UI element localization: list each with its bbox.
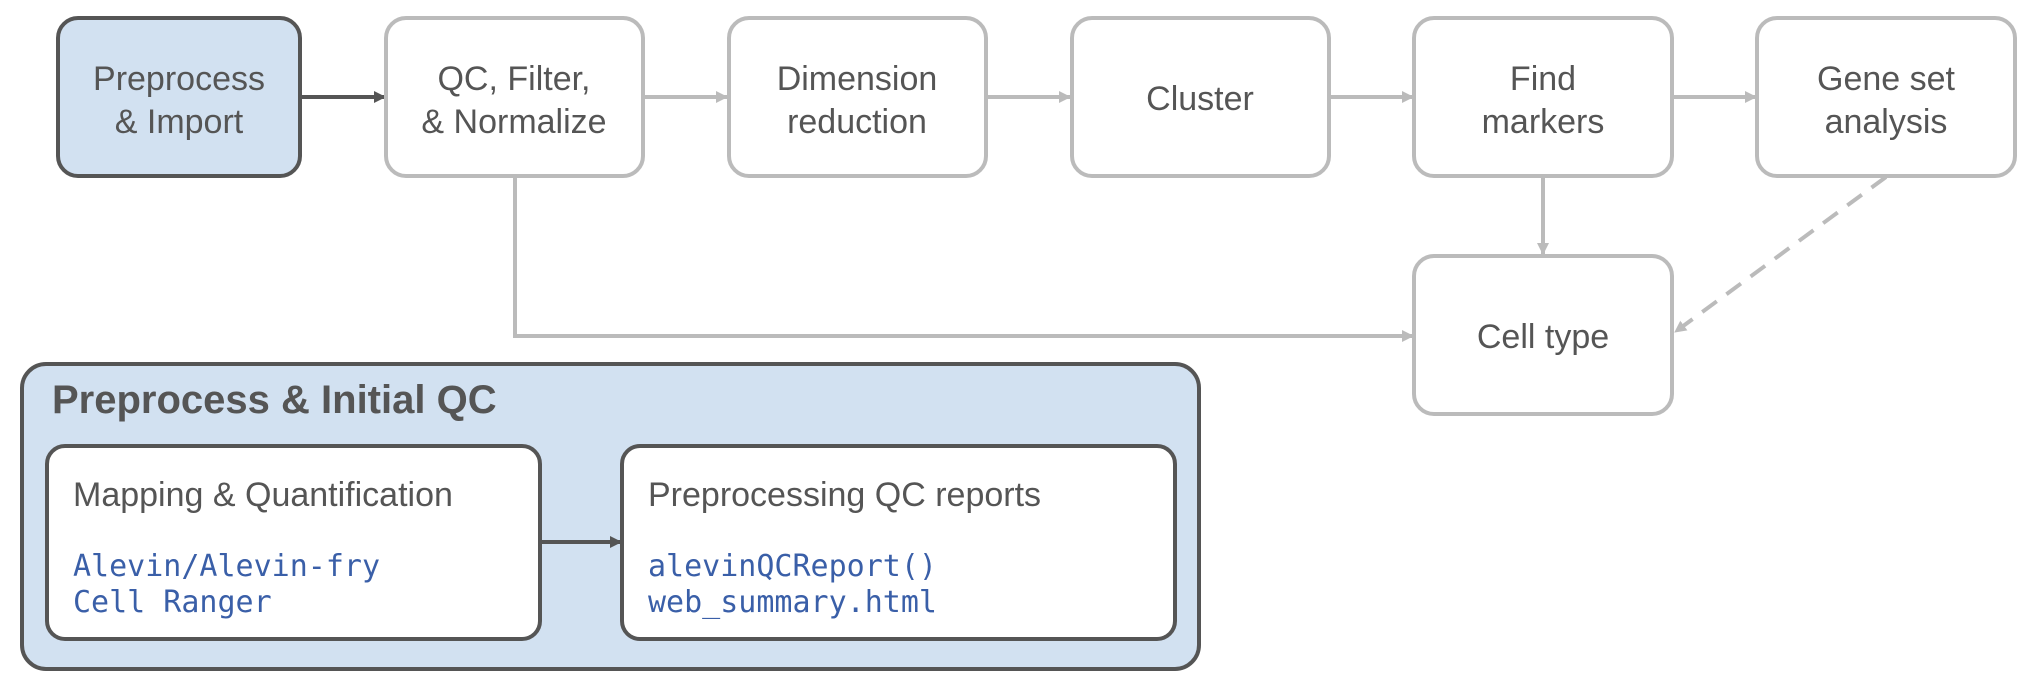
node-geneset-line2: analysis bbox=[1825, 103, 1948, 141]
detail-panel: Preprocess & Initial QC Mapping & Quanti… bbox=[20, 362, 1201, 671]
node-preprocess-line2: & Import bbox=[115, 103, 244, 141]
detail-panel-title: Preprocess & Initial QC bbox=[52, 378, 497, 422]
node-cell-type[interactable]: Cell type bbox=[1412, 254, 1674, 416]
reports-tool-websummary: web_summary.html bbox=[648, 585, 937, 620]
node-qc-line1: QC, Filter, bbox=[437, 60, 590, 98]
node-preprocess-line1: Preprocess bbox=[93, 60, 265, 98]
qc-reports-box[interactable]: Preprocessing QC reports alevinQCReport(… bbox=[620, 444, 1177, 641]
arrow-geneset-to-celltype-dashed bbox=[1673, 175, 1888, 334]
node-cluster[interactable]: Cluster bbox=[1070, 16, 1331, 178]
node-cluster-line1: Cluster bbox=[1146, 80, 1254, 118]
mapping-box-title: Mapping & Quantification bbox=[73, 476, 453, 514]
node-markers-line2: markers bbox=[1482, 103, 1605, 141]
mapping-tool-alevin: Alevin/Alevin-fry bbox=[73, 549, 380, 584]
node-markers-line1: Find bbox=[1510, 60, 1576, 98]
node-find-markers[interactable]: Find markers bbox=[1412, 16, 1674, 178]
connectors bbox=[300, 91, 1888, 342]
reports-box-title: Preprocessing QC reports bbox=[648, 476, 1041, 514]
node-dimred-line2: reduction bbox=[787, 103, 927, 141]
mapping-tool-cellranger: Cell Ranger bbox=[73, 585, 272, 620]
node-celltype-line1: Cell type bbox=[1477, 318, 1609, 356]
node-geneset-line1: Gene set bbox=[1817, 60, 1956, 98]
arrow-qc-to-celltype bbox=[513, 177, 1414, 342]
mapping-quantification-box[interactable]: Mapping & Quantification Alevin/Alevin-f… bbox=[45, 444, 542, 641]
node-qc-line2: & Normalize bbox=[421, 103, 606, 141]
node-dimension-reduction[interactable]: Dimension reduction bbox=[727, 16, 988, 178]
reports-tool-alevinqc: alevinQCReport() bbox=[648, 549, 937, 584]
node-qc[interactable]: QC, Filter, & Normalize bbox=[384, 16, 645, 178]
node-gene-set-analysis[interactable]: Gene set analysis bbox=[1755, 16, 2017, 178]
node-preprocess[interactable]: Preprocess & Import bbox=[56, 16, 302, 178]
node-dimred-line1: Dimension bbox=[777, 60, 938, 98]
